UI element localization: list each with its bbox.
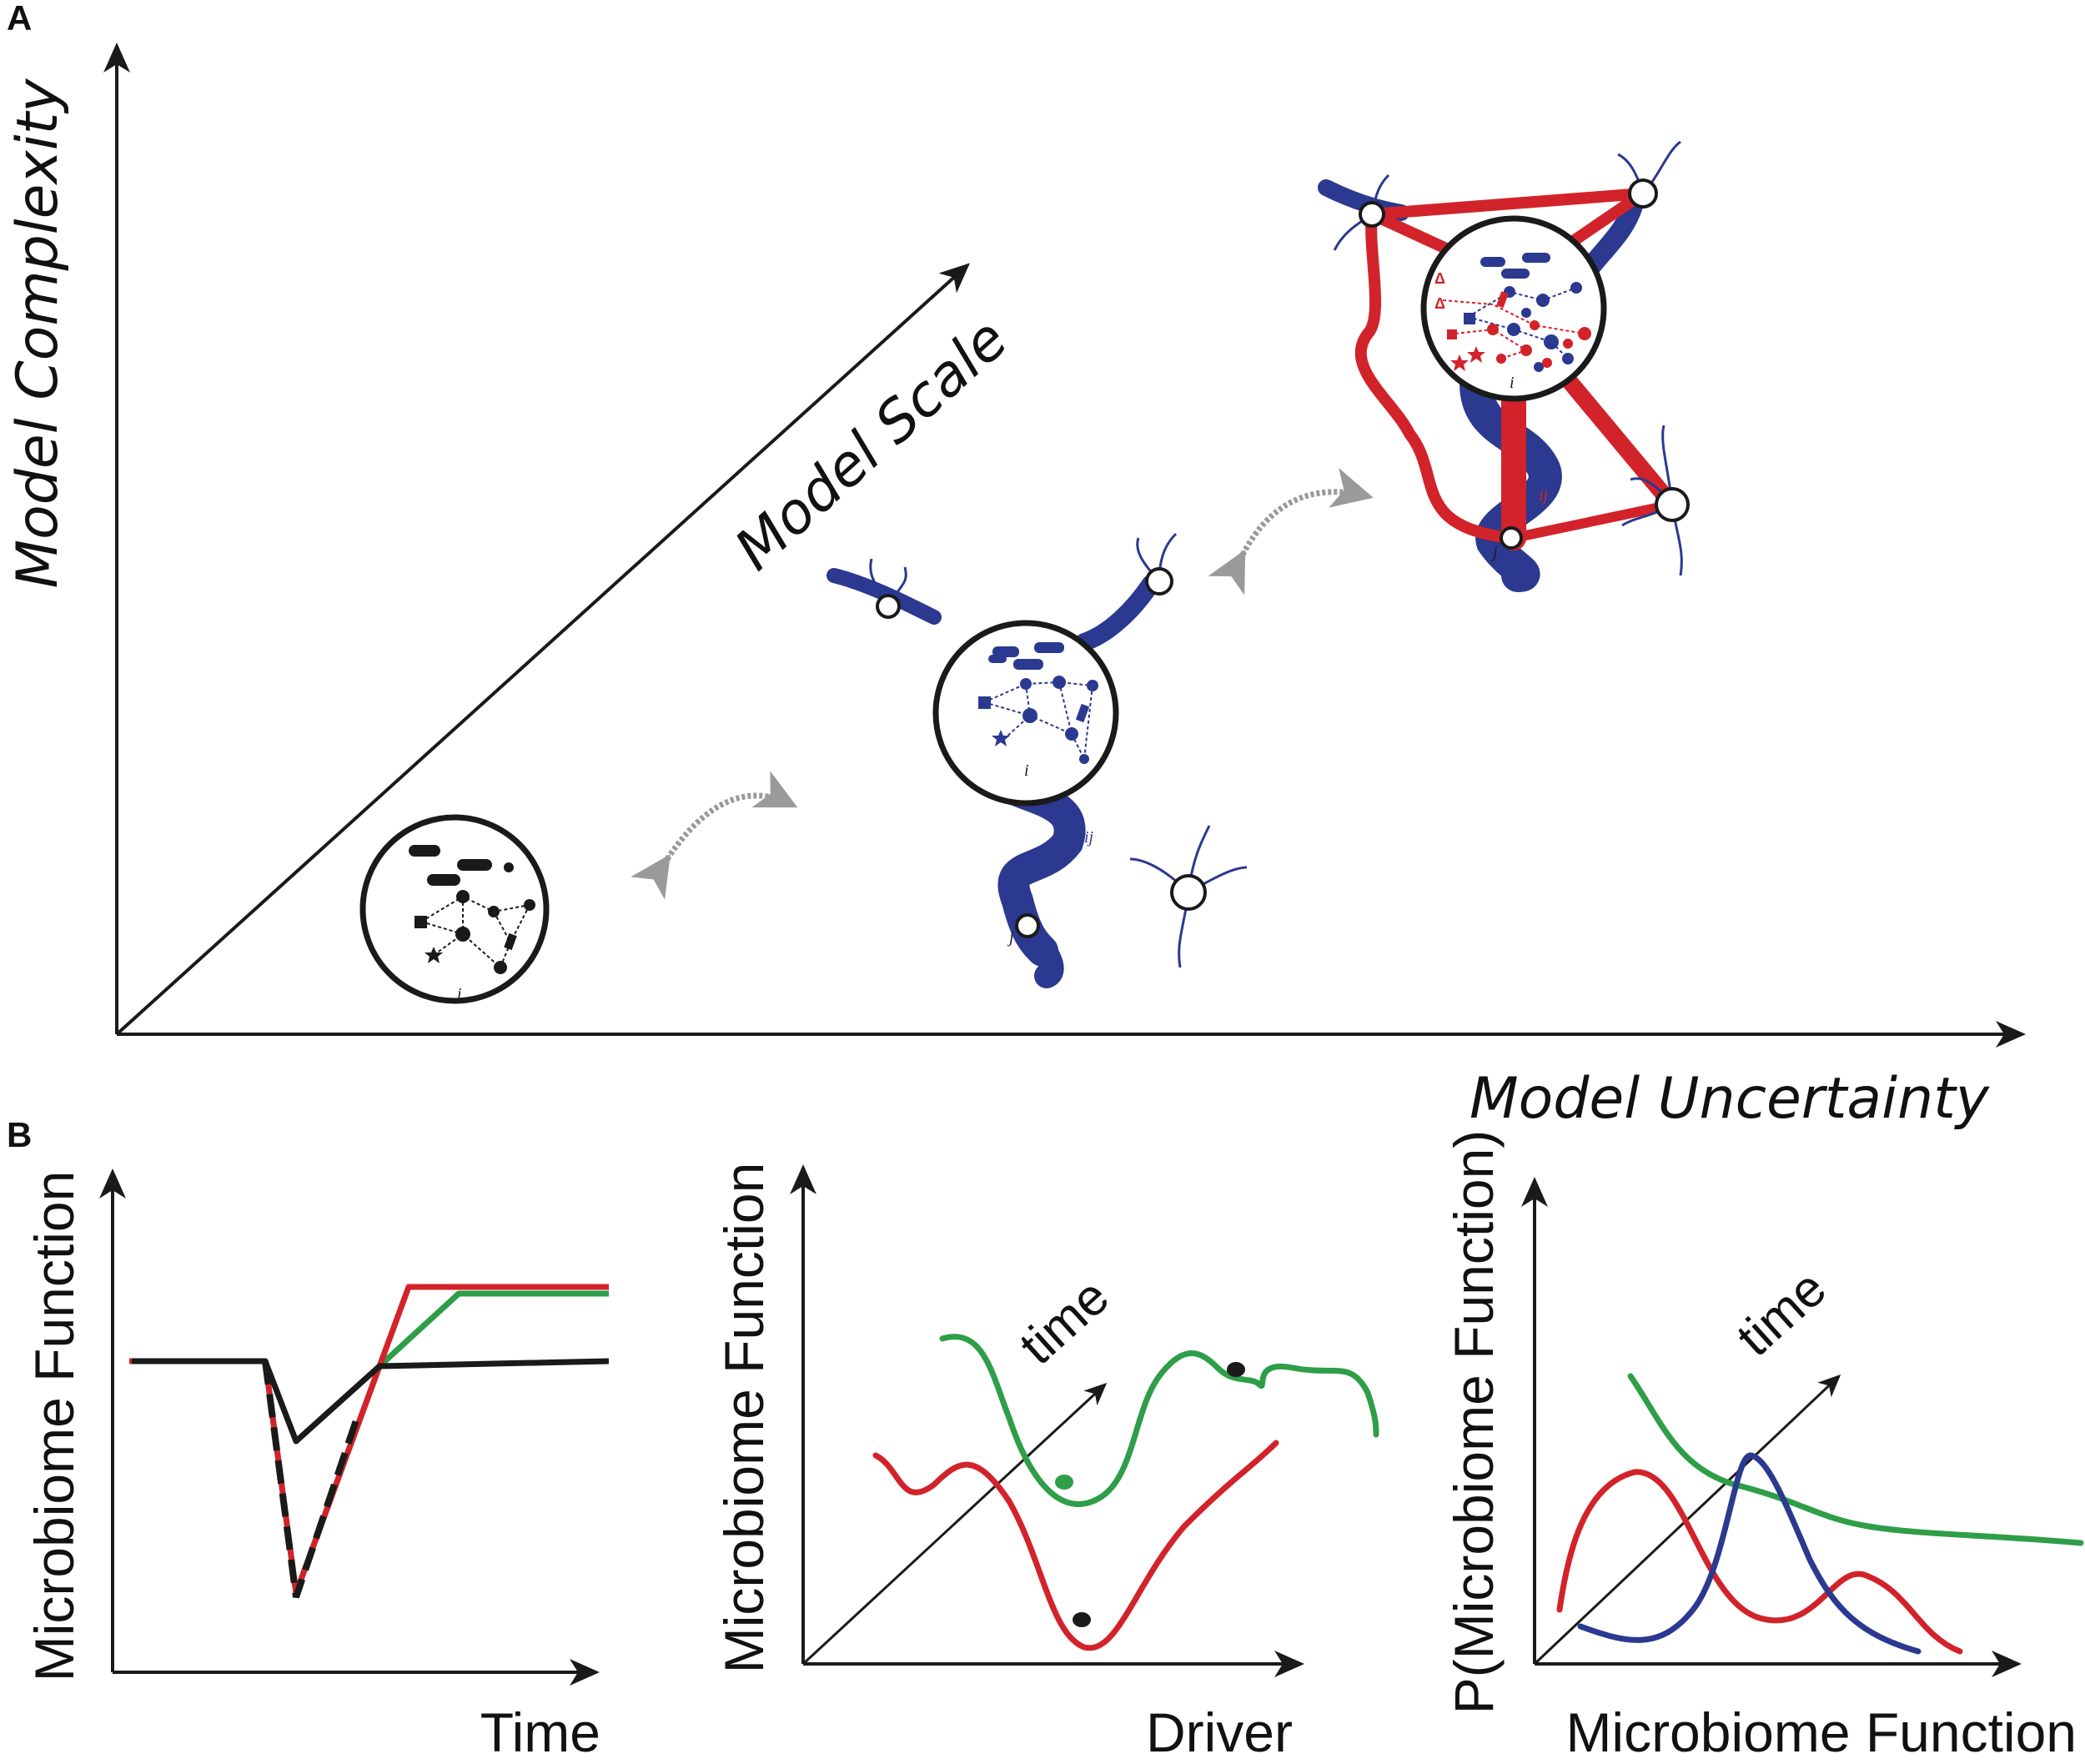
plot2-green-curve-marker	[1227, 1362, 1245, 1377]
plot-3: P(Microbiome Function) Microbiome Functi…	[1443, 1130, 2084, 1763]
plot1-black-dashed-line	[262, 1360, 360, 1599]
panel-b: B Microbiome Function Time Microbiome Fu…	[7, 1115, 2084, 1763]
cell2-index-i: i	[1024, 761, 1029, 780]
single-cell-model: i	[359, 814, 550, 1004]
panel-b-letter: B	[7, 1115, 32, 1154]
plot2-x-label: Driver	[1146, 1701, 1293, 1763]
cell2-index-ij: ij	[1084, 828, 1094, 847]
plot2-green-marker	[1055, 1475, 1073, 1490]
plot3-red-curve	[1556, 1469, 1963, 1655]
plot2-y-label: Microbiome Function	[713, 1163, 775, 1674]
plot1-red-line	[129, 1284, 609, 1596]
plot3-y-label: P(Microbiome Function)	[1443, 1130, 1505, 1715]
svg-text:Δ: Δ	[1434, 295, 1445, 312]
plot1-x-label: Time	[480, 1701, 600, 1763]
cell2-index-j: j	[1007, 928, 1014, 947]
a-diagonal-axis	[115, 263, 970, 1036]
plot1-black-solid-line	[132, 1358, 610, 1445]
svg-text:Δ: Δ	[1434, 270, 1445, 287]
connected-cell-model: i ij j	[826, 532, 1178, 988]
cell1-index: i	[457, 985, 462, 1003]
plot2-red-curve-marker	[1073, 1612, 1091, 1627]
plot3-blue-curve	[1577, 1452, 1922, 1655]
plot2-red-curve	[872, 1440, 1279, 1651]
panel-a-letter: A	[7, 0, 32, 38]
a-x-axis-label: Model Uncertainty	[1470, 1066, 1990, 1132]
cell3-index-ij: ij	[1539, 486, 1549, 505]
panel-a: A Model Complexity Model Uncertainty Mod…	[5, 0, 2026, 1132]
cell3-index-i: i	[1510, 374, 1515, 392]
plot2-time-label: time	[1009, 1268, 1120, 1376]
plot1-y-label: Microbiome Function	[23, 1171, 85, 1682]
cell3-index-j: j	[1490, 543, 1498, 561]
transition-arrow-1	[631, 771, 798, 900]
plot3-time-label: time	[1726, 1259, 1837, 1368]
plot-2: Microbiome Function Driver time	[713, 1163, 1379, 1763]
transition-arrow-2	[1208, 468, 1374, 596]
plot2-green-curve	[939, 1334, 1379, 1507]
plot1-green-line	[129, 1290, 609, 1596]
plot2-time-axis	[801, 1382, 1108, 1666]
isolated-node	[1129, 825, 1248, 968]
a-y-axis-label: Model Complexity	[5, 78, 71, 589]
plot3-x-label: Microbiome Function	[1565, 1701, 2077, 1763]
network-cell-model: Δ Δ i ij j	[1318, 140, 1690, 592]
plot-1: Microbiome Function Time	[23, 1168, 610, 1763]
plot3-green-curve	[1627, 1373, 2084, 1546]
